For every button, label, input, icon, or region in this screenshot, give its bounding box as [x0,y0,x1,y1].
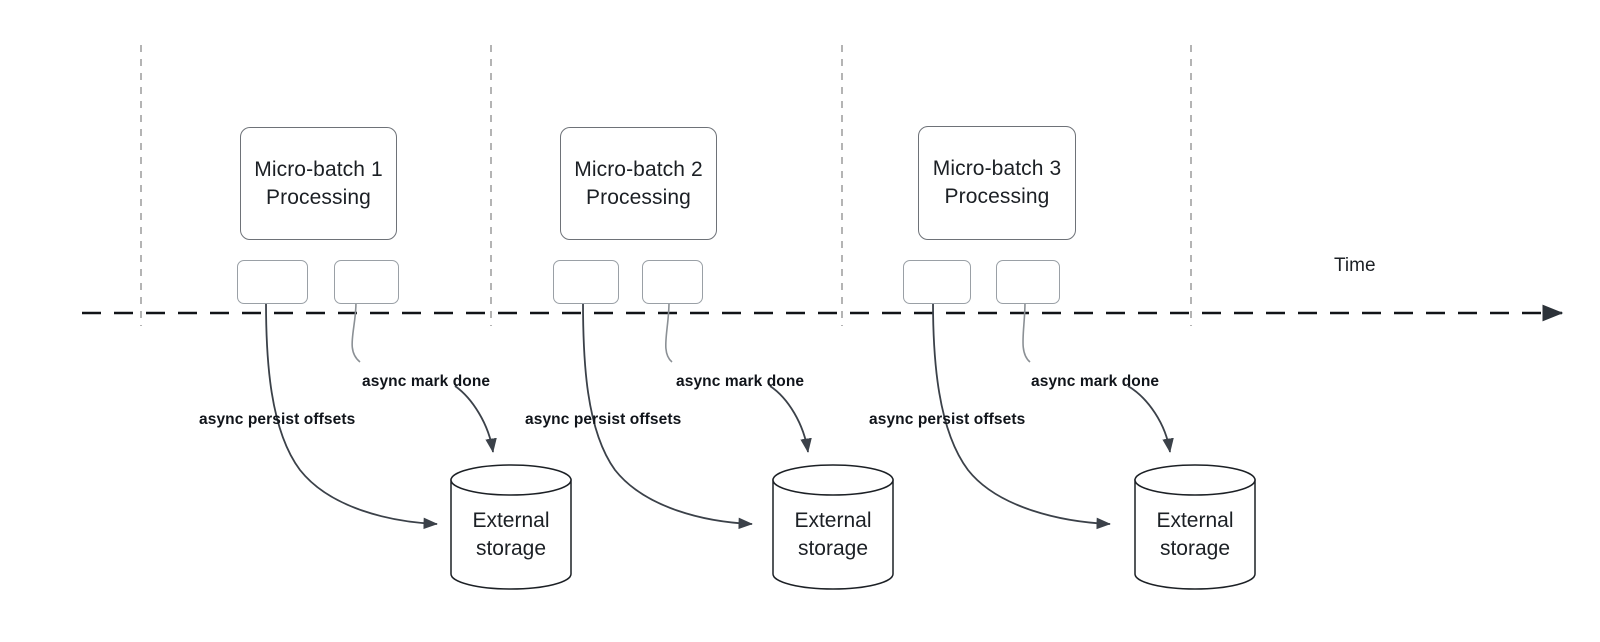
edge-label-async-persist-offsets-1: async persist offsets [199,411,356,428]
storage-label: External storage [794,509,872,560]
process-box-label: Micro-batch 3 Processing [932,157,1062,208]
edge-group-3 [932,301,1174,530]
process-box-batch-1[interactable]: Micro-batch 1 Processing [240,127,397,240]
timeline-boundaries [140,45,1192,326]
edge-mark-done-1 [351,301,361,363]
time-axis-label: Time [1334,255,1376,276]
edge-mark-done-1b [454,385,497,453]
storage-label: External storage [1156,509,1234,560]
process-box-batch-3[interactable]: Micro-batch 3 Processing [918,126,1076,240]
storage-node-2[interactable]: External storage [773,465,893,589]
edge-mark-done-2b [769,385,812,453]
process-box-batch-2[interactable]: Micro-batch 2 Processing [560,127,717,240]
edge-mark-done-3b [1127,385,1174,453]
tick-box-batch-3-b[interactable] [996,260,1060,304]
edge-label-async-mark-done-3: async mark done [1031,373,1160,390]
tick-box-batch-2-b[interactable] [642,260,703,304]
edge-persist-offsets-3 [932,301,1111,530]
edge-group-1 [265,301,497,530]
storage-node-3[interactable]: External storage [1135,465,1255,589]
edge-label-async-mark-done-2: async mark done [676,373,805,390]
tick-box-batch-1-b[interactable] [334,260,399,304]
tick-box-batch-2-a[interactable] [553,260,619,304]
edge-label-async-persist-offsets-3: async persist offsets [869,411,1026,428]
edge-mark-done-3 [1022,301,1031,363]
storage-cylinder-2 [772,464,894,590]
tick-box-batch-1-a[interactable] [237,260,308,304]
storage-cylinder-1 [450,464,572,590]
edge-group-2 [582,301,812,530]
storage-label: External storage [472,509,550,560]
process-box-label: Micro-batch 1 Processing [254,157,383,209]
storage-node-1[interactable]: External storage [451,465,571,589]
edge-persist-offsets-2 [582,301,753,530]
tick-box-batch-3-a[interactable] [903,260,971,304]
edge-label-async-persist-offsets-2: async persist offsets [525,411,682,428]
edge-persist-offsets-1 [265,301,438,530]
process-box-label: Micro-batch 2 Processing [574,157,703,209]
edge-label-async-mark-done-1: async mark done [362,373,491,390]
edge-mark-done-2 [665,301,673,363]
storage-cylinder-3 [1134,464,1256,590]
